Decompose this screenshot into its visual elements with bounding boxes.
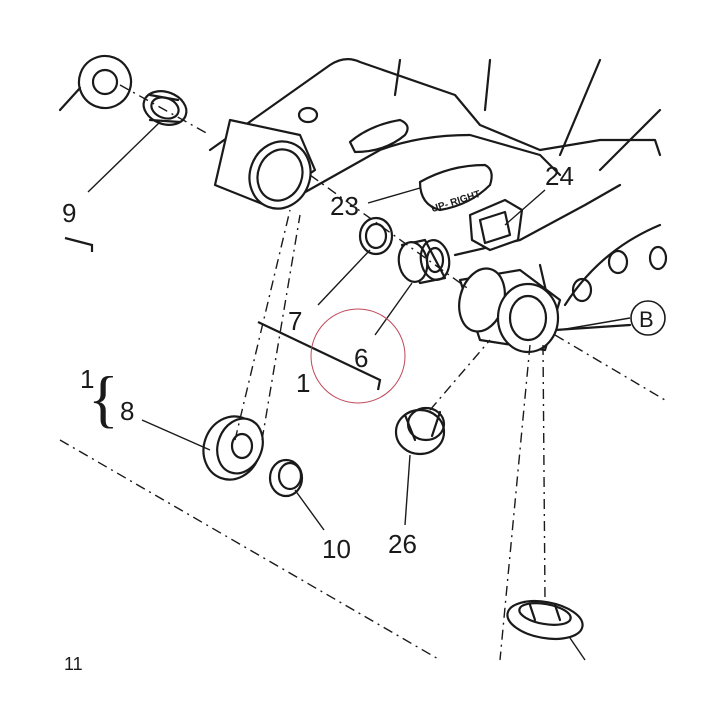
axis-line-left-2	[261, 214, 301, 441]
bracket-hole	[571, 277, 593, 303]
swingarm-upper-edges	[393, 58, 662, 172]
leader-B	[559, 317, 631, 331]
part-26-bushing	[394, 406, 446, 456]
callout-B-circle	[630, 300, 666, 336]
callout-8: 8	[120, 396, 134, 426]
group-bar-9	[64, 236, 94, 252]
part-23-decal	[418, 163, 493, 212]
leader-bottom-cap	[569, 637, 586, 661]
part-8-bearing	[202, 415, 264, 481]
leader-23	[367, 187, 421, 204]
right-pivot-tube	[458, 267, 562, 354]
axis-line-vertical	[542, 344, 546, 601]
group-bar-1	[257, 321, 382, 391]
part-9-bearing	[58, 54, 133, 112]
callout-1-brace: 1	[80, 364, 94, 394]
callout-1-lower: 1	[296, 368, 310, 398]
axis-line-top-left	[119, 84, 211, 136]
bracket-hole	[607, 249, 629, 275]
callout-11-partial: 11	[64, 654, 83, 674]
group-brace: {	[88, 363, 119, 434]
callout-B: B	[639, 307, 654, 332]
part-9-bushing	[142, 90, 188, 126]
leader-10	[294, 489, 325, 531]
bottom-cap	[506, 599, 584, 641]
axis-line-right	[429, 339, 491, 411]
callout-9: 9	[62, 198, 76, 228]
left-pivot-tube	[213, 118, 317, 210]
callout-7: 7	[288, 306, 302, 336]
part-10-collar	[268, 458, 304, 498]
chain-guide-plate	[348, 118, 409, 154]
leader-7	[317, 249, 371, 306]
part-24-slider	[468, 198, 524, 252]
small-screw	[297, 106, 319, 124]
swingarm-body	[208, 58, 662, 332]
callout-26: 26	[388, 529, 417, 559]
callout-23: 23	[330, 191, 359, 221]
axis-line-B	[554, 334, 666, 401]
bracket-hole	[648, 245, 668, 271]
leader-26	[404, 454, 411, 526]
leader-6	[374, 282, 413, 336]
leader-24	[504, 189, 546, 226]
callout-6: 6	[354, 343, 368, 373]
callout-24: 24	[545, 161, 574, 191]
callout-10: 10	[322, 534, 351, 564]
axis-line-vertical-2	[499, 344, 531, 661]
leader-8	[141, 419, 211, 451]
part-6-needle-bearing	[397, 238, 451, 285]
leader-9	[87, 121, 161, 193]
highlight-circle	[310, 308, 406, 404]
axis-line-bottom	[59, 439, 441, 661]
